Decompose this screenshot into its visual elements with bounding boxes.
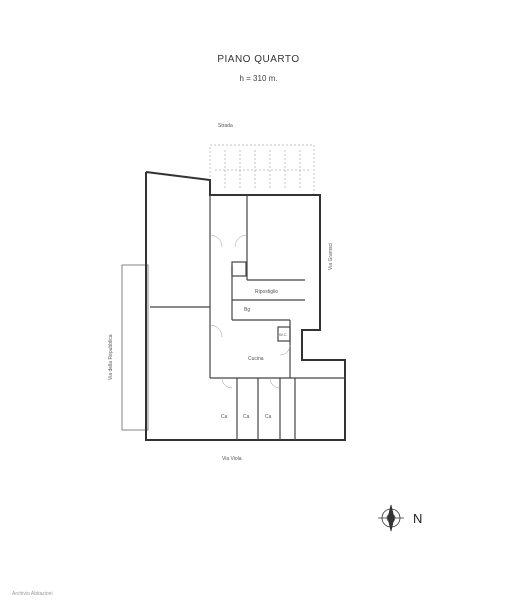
left-balcony [121, 264, 149, 431]
kitchen-label: Cucina [248, 356, 264, 362]
plan-title: PIANO QUARTO [217, 54, 300, 65]
bedroom-3-label: Ca [265, 414, 272, 420]
left-street-label: Via della Repubblica [108, 334, 114, 380]
bottom-street-label: Via Viola [222, 456, 242, 462]
bedroom-1-label: Ca [221, 414, 228, 420]
top-street-label: Strada [218, 123, 233, 129]
storage-label: Ripostiglio [255, 289, 278, 295]
stairwell [209, 144, 315, 196]
wc-label: W.C. [279, 332, 288, 337]
footer-text: Archivio Abitazioni [12, 591, 53, 597]
door-swings [209, 234, 291, 389]
compass-rose-icon [378, 504, 404, 532]
outer-walls [145, 171, 346, 441]
inner-walls [150, 195, 345, 440]
right-street-label: Via Gramsci [328, 243, 334, 270]
plan-height: h = 310 m. [239, 74, 278, 83]
bedroom-2-label: Ca [243, 414, 250, 420]
north-indicator: N [413, 511, 423, 526]
bath-label: Bg [244, 307, 250, 313]
